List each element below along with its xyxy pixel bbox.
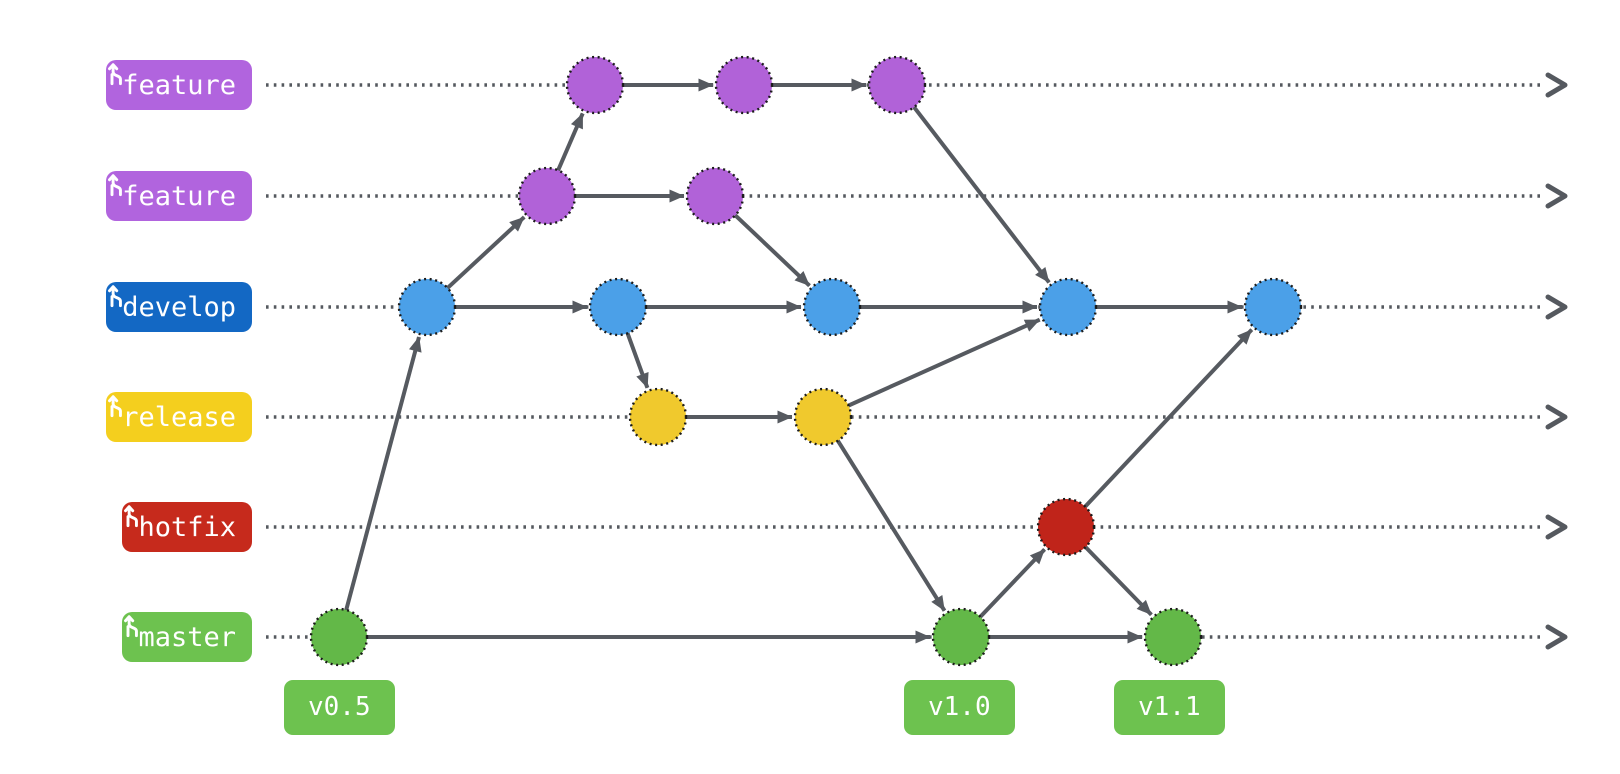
- commit-node-f1a: [565, 55, 625, 115]
- branch-lane-release-3: [266, 404, 1568, 430]
- edge-f1c-d4: [908, 101, 1051, 284]
- commit-node-d4: [1038, 277, 1098, 337]
- edge-h1-d5: [1079, 328, 1254, 513]
- branch-badge-feature-1: feature: [106, 171, 252, 221]
- branch-badge-label: release: [122, 401, 236, 433]
- edge-h1-m3: [1079, 541, 1153, 617]
- commit-node-f1b: [714, 55, 774, 115]
- node-layer: [309, 55, 1303, 667]
- release-tag-v1.1: v1.1: [1114, 680, 1225, 735]
- tag-label: v1.0: [928, 692, 991, 722]
- edge-f2a-f1a: [553, 112, 585, 177]
- branch-badge-develop-2: develop: [106, 282, 252, 332]
- lane-arrow-icon: [1545, 404, 1568, 430]
- git-branch-icon: [108, 285, 123, 308]
- commit-node-d1: [397, 277, 457, 337]
- edge-d2-r1: [623, 326, 650, 389]
- edge-r2-d4: [842, 317, 1041, 410]
- commit-node-r1: [628, 387, 688, 447]
- release-tag-v1.0: v1.0: [904, 680, 1015, 735]
- lane-arrow-icon: [1545, 514, 1568, 540]
- edge-m1-d1: [342, 336, 422, 617]
- git-branch-icon: [124, 505, 139, 528]
- tag-label: v0.5: [308, 692, 371, 722]
- branch-badge-label: develop: [122, 291, 236, 323]
- commit-node-m1: [309, 607, 369, 667]
- commit-node-r2: [793, 387, 853, 447]
- edge-d1-f2a: [441, 215, 526, 294]
- git-branch-icon: [108, 395, 123, 418]
- commit-node-d2: [588, 277, 648, 337]
- commit-node-d3: [802, 277, 862, 337]
- branch-lane-feature-1: [266, 183, 1568, 209]
- edge-m2-h1: [974, 548, 1047, 623]
- branch-lane-feature-0: [266, 72, 1568, 98]
- branch-badge-label: feature: [122, 180, 236, 212]
- branch-badge-hotfix-4: hotfix: [122, 502, 252, 552]
- tag-label: v1.1: [1138, 692, 1201, 722]
- branch-badge-label: feature: [122, 69, 236, 101]
- commit-node-f2b: [685, 166, 745, 226]
- branch-badge-label: master: [138, 621, 236, 653]
- lane-arrow-icon: [1545, 183, 1568, 209]
- branch-badge-label: hotfix: [138, 511, 236, 543]
- commit-node-m2: [931, 607, 991, 667]
- release-tag-v0.5: v0.5: [284, 680, 395, 735]
- edge-f2b-d3: [729, 209, 811, 288]
- commit-node-h1: [1036, 497, 1096, 557]
- commit-node-d5: [1243, 277, 1303, 337]
- branch-badge-master-5: master: [122, 612, 252, 662]
- branch-badge-release-3: release: [106, 392, 252, 442]
- branch-badge-feature-0: feature: [106, 60, 252, 110]
- git-branch-icon: [124, 615, 139, 638]
- commit-node-f2a: [517, 166, 577, 226]
- lane-arrow-icon: [1545, 624, 1568, 650]
- git-branch-icon: [108, 63, 123, 86]
- commit-node-m3: [1143, 607, 1203, 667]
- edge-layer: [342, 78, 1254, 644]
- branch-lane-hotfix-4: [266, 514, 1568, 540]
- commit-node-f1c: [867, 55, 927, 115]
- lane-arrow-icon: [1545, 72, 1568, 98]
- edge-r2-m2: [832, 434, 947, 612]
- lane-arrow-icon: [1545, 294, 1568, 320]
- git-branch-icon: [108, 174, 123, 197]
